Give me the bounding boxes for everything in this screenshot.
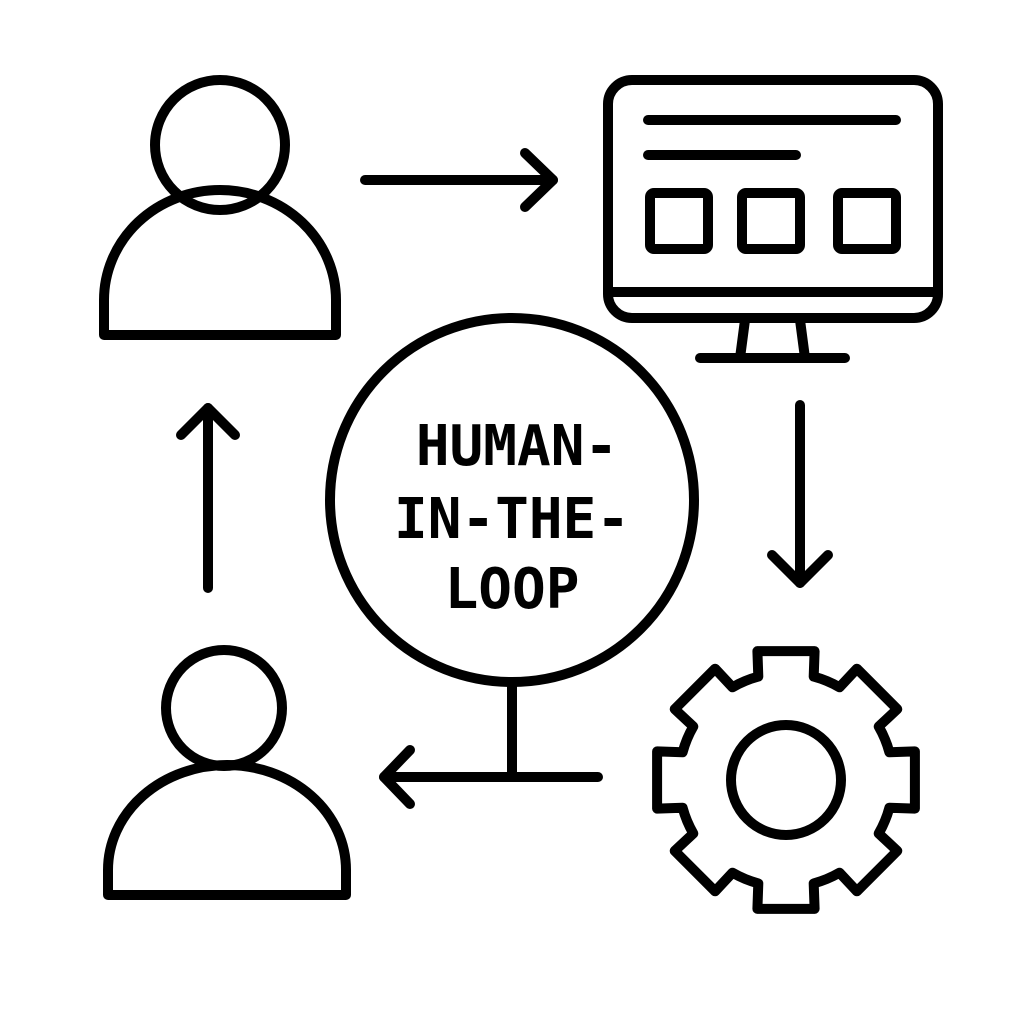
- monitor-icon: [603, 75, 943, 363]
- center-label-line-2: IN-THE-: [394, 487, 630, 552]
- arrow-down-icon: [767, 400, 833, 588]
- arrow-up-icon: [176, 403, 240, 593]
- center-label-line-3: LOOP: [445, 557, 580, 622]
- gear-icon: [652, 646, 920, 914]
- person-icon: [103, 645, 351, 900]
- center-node: HUMAN- IN-THE- LOOP: [325, 313, 699, 687]
- person-icon: [99, 75, 341, 340]
- arrow-left-icon: [379, 677, 603, 809]
- arrow-right-icon: [360, 148, 558, 212]
- center-label-line-1: HUMAN-: [416, 414, 618, 479]
